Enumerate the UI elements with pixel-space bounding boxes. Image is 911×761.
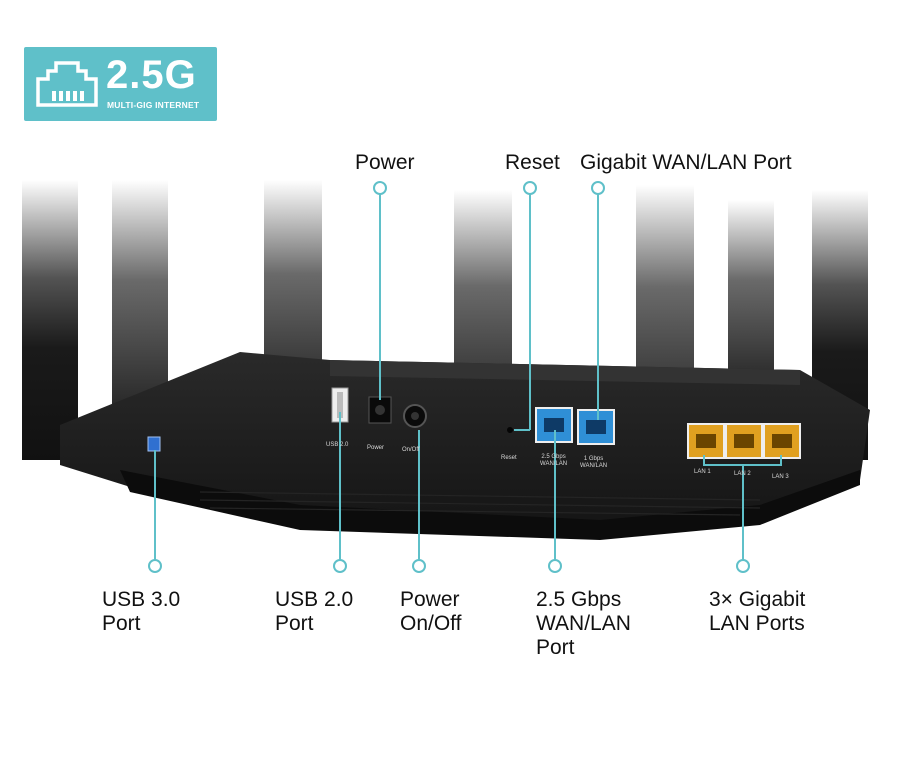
callout-power: Power (355, 151, 415, 174)
port-label-lan1: LAN 1 (694, 469, 711, 475)
callout-dot-reset (523, 181, 537, 195)
reset-button (507, 427, 513, 433)
port-label-power: Power (367, 445, 385, 451)
callout-wan-25: 2.5 Gbps WAN/LAN Port (536, 588, 631, 659)
callout-dot-usb3 (148, 559, 162, 573)
callout-usb2: USB 2.0 Port (275, 588, 354, 635)
port-label-lan2: LAN 2 (734, 471, 751, 477)
callout-dot-gigabit-wan (591, 181, 605, 195)
callout-dot-lan (736, 559, 750, 573)
port-label-lan3: LAN 3 (772, 474, 789, 480)
usb3-port (147, 436, 161, 452)
callout-dot-usb2 (333, 559, 347, 573)
multi-gig-badge: 2.5G MULTI-GIG INTERNET (24, 47, 217, 121)
port-label-reset: Reset (501, 455, 517, 461)
router-body (60, 352, 870, 540)
port-label-wan1: 1 Gbps WAN/LAN (580, 456, 608, 469)
callout-reset: Reset (505, 151, 560, 174)
port-label-onoff: On/Off (402, 447, 420, 453)
callout-usb3: USB 3.0 Port (102, 588, 181, 635)
port-panel (147, 387, 801, 459)
callout-dot-wan25 (548, 559, 562, 573)
callout-lan-ports: 3× Gigabit LAN Ports (709, 588, 806, 635)
callout-dot-power-onoff (412, 559, 426, 573)
ethernet-port-icon (36, 61, 98, 107)
callout-lines (148, 181, 782, 573)
callout-gigabit-wan-lan: Gigabit WAN/LAN Port (580, 151, 792, 174)
callout-power-onoff: Power On/Off (400, 588, 462, 635)
badge-speed: 2.5G (106, 53, 197, 97)
badge-subtitle: MULTI-GIG INTERNET (107, 100, 200, 110)
port-label-wan25: 2.5 Gbps WAN/LAN (540, 454, 568, 467)
port-label-usb2: USB 2.0 (326, 442, 349, 448)
callout-dot-power (373, 181, 387, 195)
